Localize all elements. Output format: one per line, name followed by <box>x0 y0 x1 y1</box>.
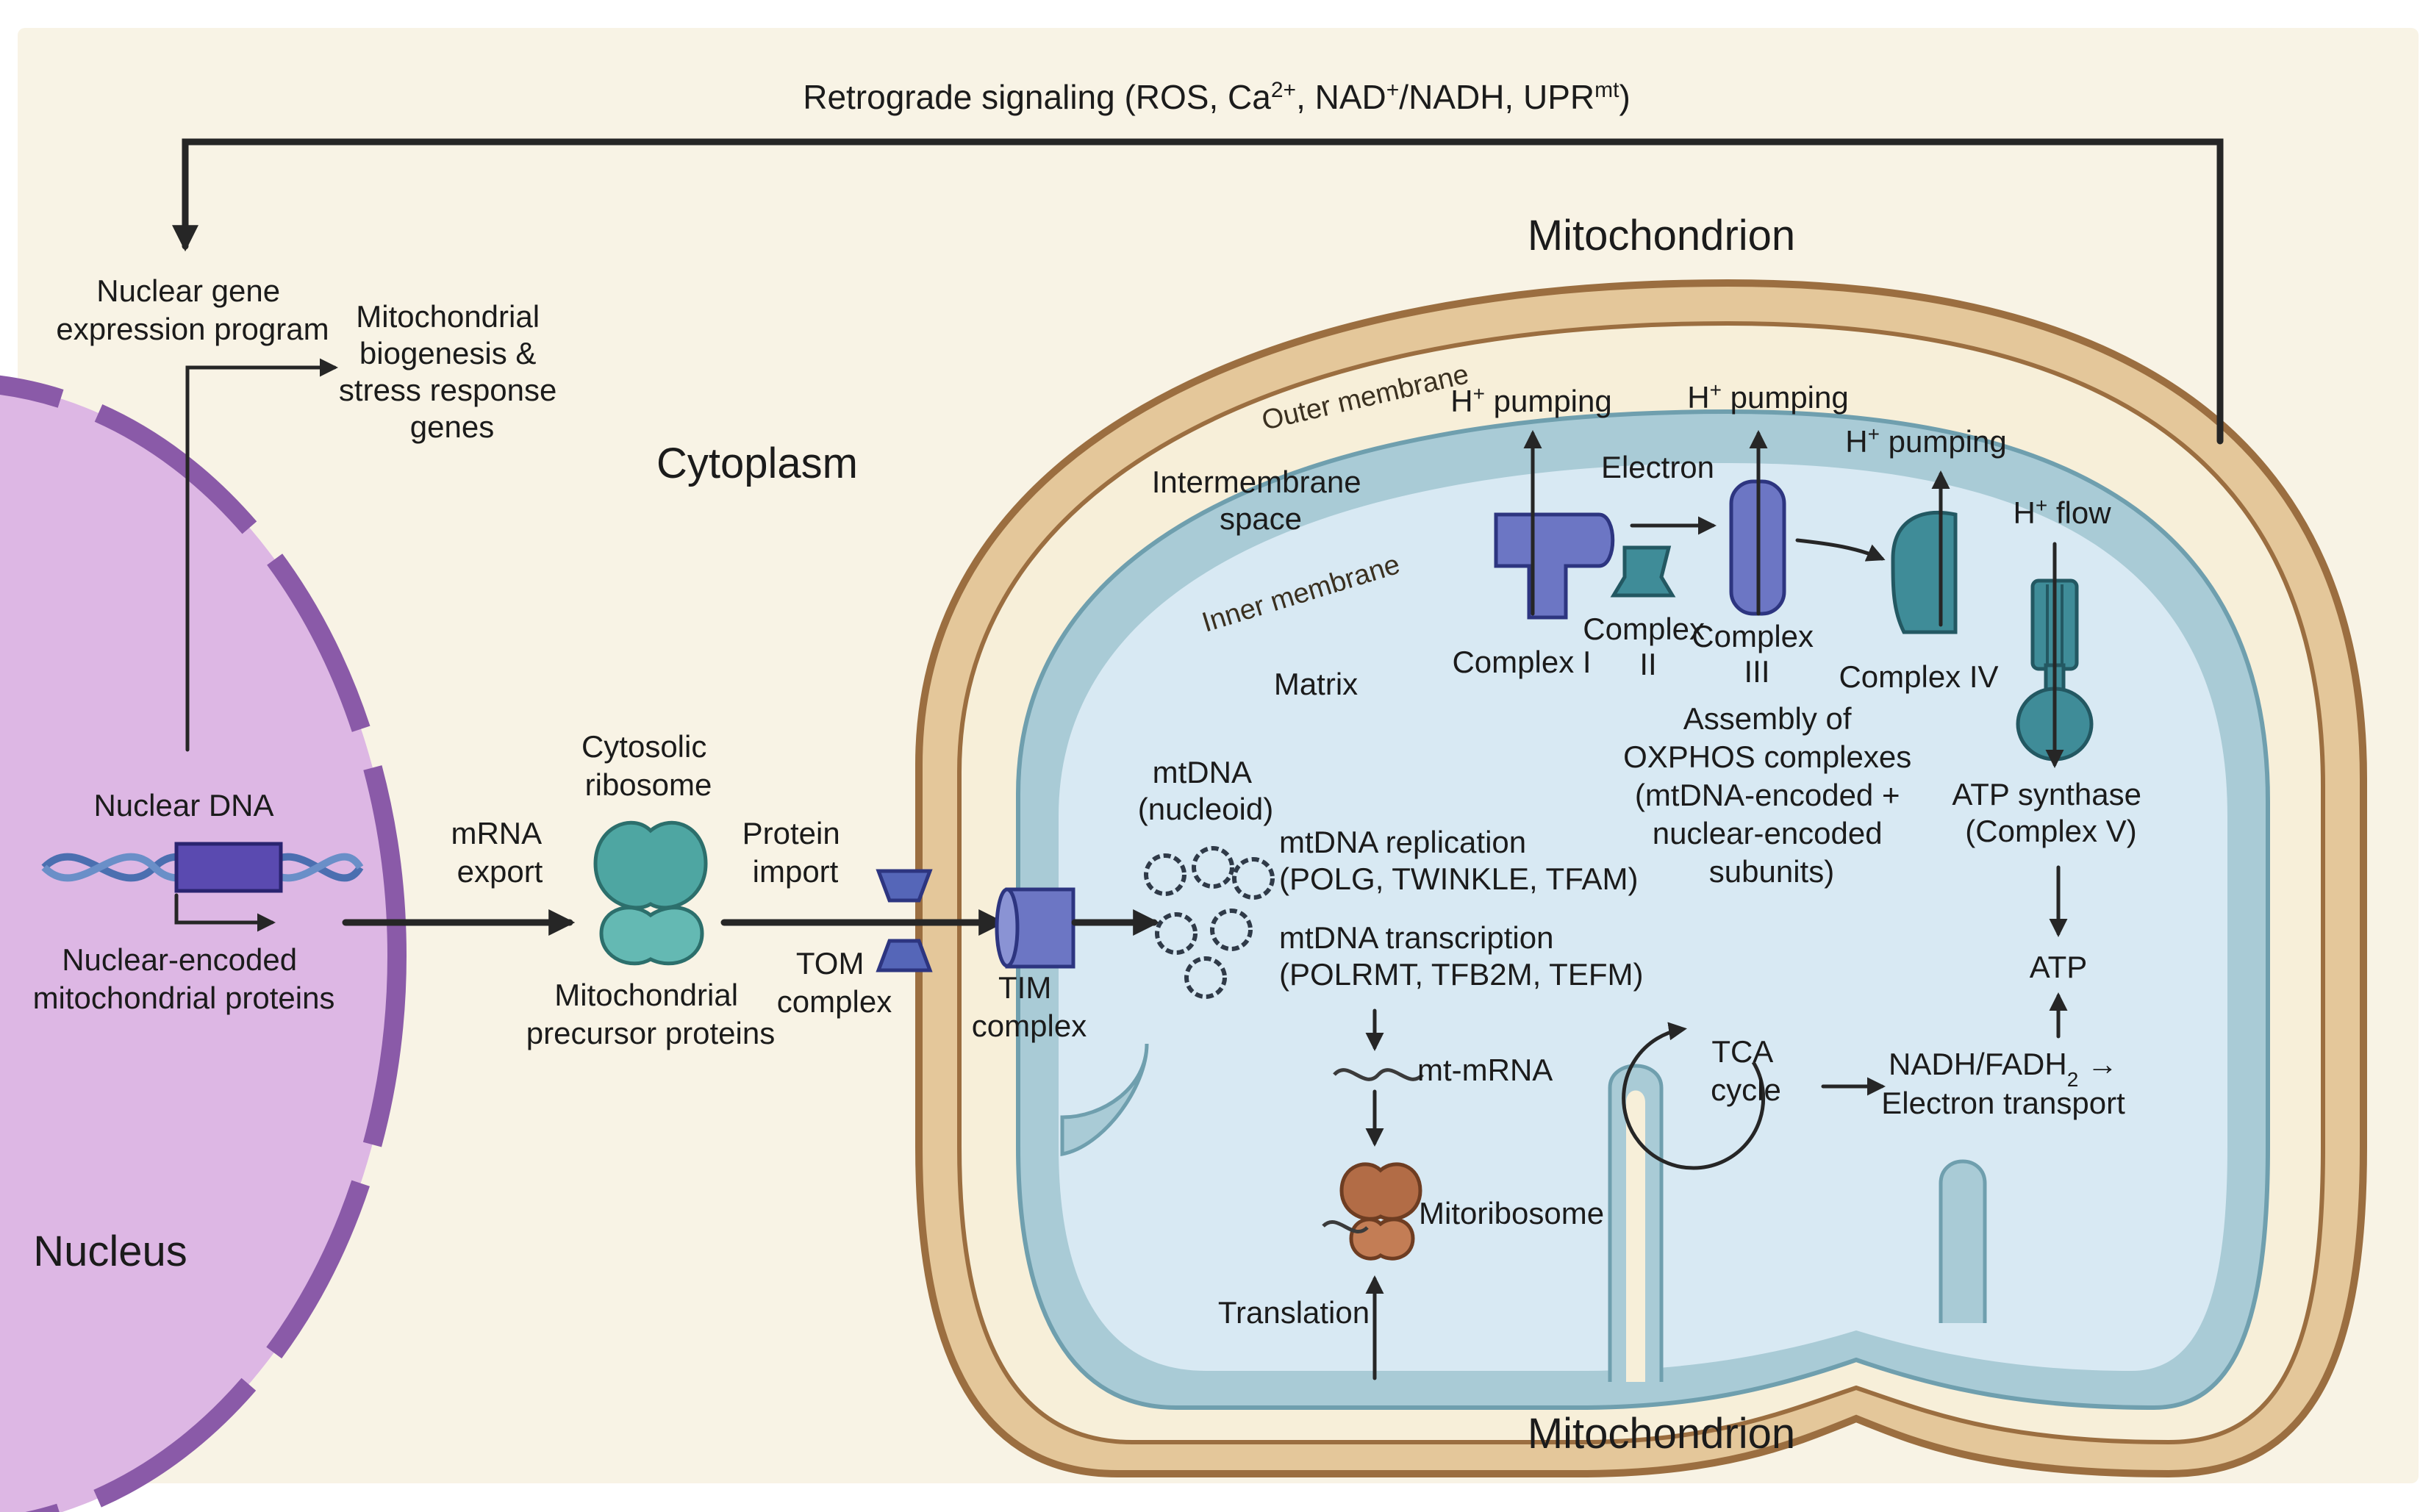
complex-i <box>1494 512 1615 620</box>
mitoribosome <box>1322 1162 1422 1261</box>
protein-import-label: Protein import <box>742 816 849 889</box>
cytosolic-ribosome <box>593 820 708 966</box>
nuclear-encoded-label: Nuclear-encoded mitochondrial proteins <box>33 942 335 1015</box>
complex-ii <box>1610 545 1676 598</box>
electron-label: Electron <box>1601 450 1714 484</box>
electron-flow-arrow-2 <box>1795 538 1886 562</box>
oxphos-assembly-label: Assembly of OXPHOS complexes (mtDNA-enco… <box>1623 701 1920 889</box>
mtdna-replication-label: mtDNA replication (POLG, TWINKLE, TFAM) <box>1279 825 1639 896</box>
matrix-label: Matrix <box>1274 667 1358 701</box>
complex-iv-label: Complex IV <box>1839 659 1998 694</box>
precursor-proteins-label: Mitochondrial precursor proteins <box>526 978 775 1050</box>
tca-cycle-label: TCA cycle <box>1711 1034 1781 1107</box>
mtdna-transcription-label: mtDNA transcription (POLRMT, TFB2M, TEFM… <box>1279 920 1643 992</box>
transcription-start-arrow <box>174 893 276 932</box>
complex-ii-label: Complex II <box>1583 612 1713 681</box>
translation-label: Translation <box>1218 1295 1370 1330</box>
complex-iv <box>1891 511 1958 634</box>
nucleus-title: Nucleus <box>33 1228 187 1275</box>
h-pumping-label-1: H+ pumping <box>1450 382 1611 419</box>
tim-complex <box>995 887 1075 969</box>
tom-complex <box>876 869 933 972</box>
mitochondrion <box>915 279 2367 1478</box>
gene-box <box>174 842 283 893</box>
biogenesis-label: Mitochondrial biogenesis & stress respon… <box>339 299 565 444</box>
mitochondrion-title-top: Mitochondrion <box>1528 212 1795 259</box>
matrix <box>1059 463 2227 1371</box>
cytosolic-ribosome-label: Cytosolic ribosome <box>581 729 715 802</box>
tim-complex-label: TIM complex <box>972 970 1087 1043</box>
nucleus <box>0 376 407 1512</box>
crista-lumen <box>1626 1090 1645 1382</box>
h-pumping-label-2: H+ pumping <box>1687 379 1848 415</box>
retrograde-signaling-label: Retrograde signaling (ROS, Ca2+, NAD+/NA… <box>803 78 1631 117</box>
retrograde-signaling-arrow <box>172 138 2224 445</box>
h-flow-label: H+ flow <box>2013 494 2111 531</box>
tca-cycle <box>1622 1022 1766 1170</box>
mrna-export-label: mRNA export <box>451 816 548 889</box>
atp-synthase-label: ATP synthase (Complex V) <box>1952 777 2150 848</box>
mitoribosome-label: Mitoribosome <box>1419 1196 1604 1230</box>
crista <box>1060 1043 1149 1156</box>
nuclear-dna-helix <box>41 842 364 893</box>
nuclear-dna-label: Nuclear DNA <box>93 788 273 823</box>
cytoplasm-title: Cytoplasm <box>656 440 858 487</box>
mt-mrna-label: mt-mRNA <box>1417 1053 1553 1087</box>
mt-mrna-strand <box>1333 1068 1424 1081</box>
complex-i-label: Complex I <box>1452 645 1591 679</box>
gene-program-label: Nuclear gene expression program <box>56 273 329 346</box>
atp-label: ATP <box>2030 950 2088 984</box>
mtdna-nucleoid <box>1144 846 1275 999</box>
intermembrane-space-label: Intermembrane space <box>1152 465 1370 536</box>
complex-iii-label: Complex III <box>1692 619 1822 689</box>
tom-complex-label: TOM complex <box>777 946 892 1019</box>
mtdna-label: mtDNA (nucleoid) <box>1138 755 1273 826</box>
nucleus-envelope <box>0 376 407 1512</box>
crista <box>1939 1159 1987 1323</box>
gene-program-arrow <box>185 358 338 752</box>
electron-transport-label: Electron transport <box>1881 1086 2125 1120</box>
h-pumping-label-3: H+ pumping <box>1845 423 2006 459</box>
mitochondrion-title-bottom: Mitochondrion <box>1528 1410 1795 1458</box>
nadh-fadh2-label: NADH/FADH2 → <box>1889 1047 2118 1091</box>
